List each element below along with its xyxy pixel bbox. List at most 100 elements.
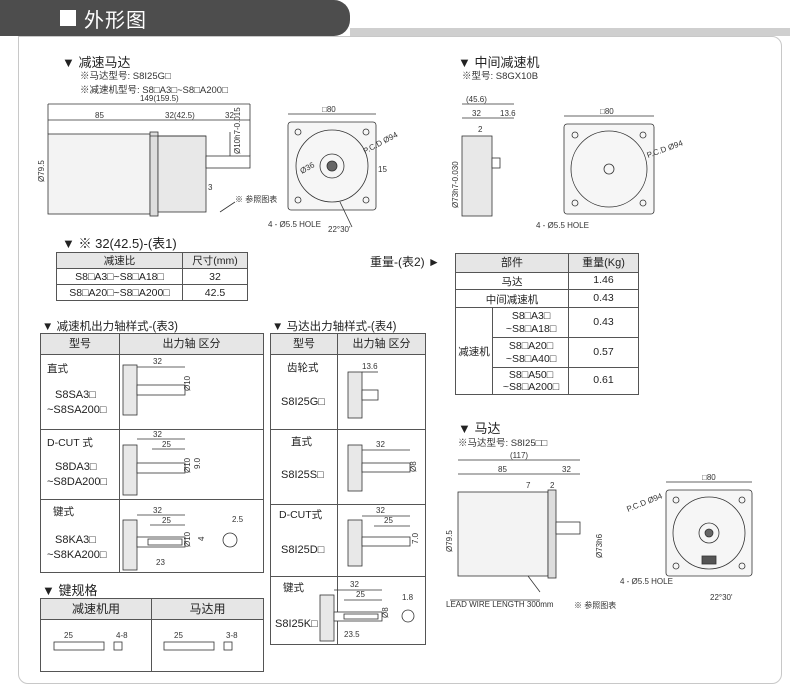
dim-three: 3: [208, 183, 213, 192]
r3-dim-b: 25: [162, 516, 171, 525]
reducer-shaft-title: ▼ 减速机出力轴样式-(表3): [42, 321, 178, 333]
rs-model1-2: S8DA3□: [55, 461, 97, 473]
weight-row1-a: S8□A3□: [511, 310, 551, 322]
key-dim-a: 25: [64, 631, 73, 640]
header-square-icon: [60, 10, 76, 26]
weight-row2-b: ~S8□A40□: [505, 353, 557, 365]
rs-type-2: D-CUT 式: [47, 437, 93, 449]
rs-model1-3: S8KA3□: [55, 534, 96, 546]
weight-row2-a: S8□A20□: [508, 340, 554, 352]
arrow-right-icon: ►: [428, 255, 440, 269]
int-dim-dia: Ø73h7-0.030: [451, 161, 460, 208]
weight-row3-value: 0.61: [593, 374, 614, 386]
ratio-cell: 42.5: [182, 284, 248, 301]
weight-table: 部件 重量(Kg) 马达 1.46 中间减速机 0.43 减速机 S8□A3□ …: [455, 253, 639, 395]
ms-model-1: S8I25G□: [281, 396, 325, 408]
ratio-cell: 32: [182, 268, 248, 285]
key-header-motor: 马达用: [152, 599, 263, 620]
ms-model-3: S8I25D□: [281, 544, 325, 556]
intermediate-model: ※型号: S8GX10B: [462, 71, 539, 82]
dim-total: 149(159.5): [140, 94, 179, 103]
m4-dim-e: 1.8: [402, 593, 414, 602]
motor-dim-dia: Ø73h6: [595, 533, 604, 558]
r2-dim-a: 32: [153, 430, 162, 439]
key-dim-d: 3-8: [226, 631, 238, 640]
motor-model: ※马达型号: S8I25□□: [458, 438, 548, 449]
ratio-cell: S8□A20□~S8□A200□: [56, 284, 183, 301]
weight-header-part: 部件: [456, 254, 569, 273]
rs-model2-2: ~S8DA200□: [47, 476, 108, 488]
r3-dim-f: 2.5: [232, 515, 244, 524]
int-dim-c: 2: [478, 125, 483, 134]
rs-type-3: 键式: [53, 506, 74, 518]
weight-table-title: 重量-(表2) ►: [370, 253, 440, 270]
m3-dim-b: 25: [384, 516, 393, 525]
motor-dim-body: 85: [498, 465, 507, 474]
intermediate-title: ▼ 中间减速机: [458, 55, 540, 70]
weight-title-text: 重量-(表2): [370, 255, 425, 269]
m2-dim-a: 32: [376, 440, 385, 449]
int-dim-square: □80: [600, 107, 614, 116]
motor-shaft-header-type: 出力轴 区分: [338, 334, 425, 355]
content-frame: [18, 36, 782, 684]
motor-dim-square: □80: [702, 473, 716, 482]
dim-body: 85: [95, 111, 104, 120]
motor-shaft-drawings: 13.6 32 Ø8 32 25 7.0 32 25 23.5 Ø8 1.8: [319, 362, 420, 642]
weight-row2-value: 0.57: [593, 346, 614, 358]
key-dim-b: 4-8: [116, 631, 128, 640]
motor-dim-shaft: 32: [562, 465, 571, 474]
ms-type-1: 齿轮式: [287, 362, 319, 374]
motor-dim-a: 7: [526, 481, 531, 490]
weight-row1-value: 0.43: [593, 316, 614, 328]
dim-square: □80: [322, 105, 336, 114]
motor-title: ▼ 马达: [458, 421, 501, 436]
dim-hole: 4 - Ø5.5 HOLE: [268, 220, 321, 229]
motor-shaft-title: ▼ 马达出力轴样式-(表4): [272, 321, 397, 333]
dim-fifteen: 15: [378, 165, 387, 174]
ms-type-4: 键式: [283, 582, 304, 594]
reducer-motor-model: ※马达型号: S8I25G□: [80, 71, 171, 82]
m2-dim-b: Ø8: [409, 461, 418, 472]
section-header: [0, 0, 350, 36]
ms-model-4: S8I25K□: [275, 618, 318, 630]
m4-dim-a: 32: [350, 580, 359, 589]
m4-dim-d: Ø8: [381, 607, 390, 618]
key-header-reducer: 减速机用: [41, 599, 152, 620]
key-spec-drawings: 25 4-8 25 3-8: [53, 631, 238, 651]
weight-mid-label: 中间减速机: [485, 294, 539, 306]
m3-dim-c: 7.0: [411, 532, 420, 544]
ratio-table-title: ▼ ※ 32(42.5)-(表1): [62, 236, 177, 251]
m3-dim-a: 32: [376, 506, 385, 515]
motor-dim-total: (117): [510, 451, 528, 460]
m4-dim-c: 23.5: [344, 630, 360, 639]
int-dim-hole: 4 - Ø5.5 HOLE: [536, 221, 589, 230]
r2-dim-b: 25: [162, 440, 171, 449]
int-dim-total: (45.6): [466, 95, 487, 104]
reducer-shaft-header-model: 型号: [41, 334, 120, 355]
header-rule: [350, 28, 790, 36]
r2-dim-d: Ø10: [183, 457, 192, 473]
reducer-shaft-header-type: 出力轴 区分: [120, 334, 263, 355]
dim-dia-body: Ø79.5: [37, 160, 46, 182]
r3-dim-e: 4: [197, 536, 206, 541]
dim-dia-shaft: Ø10h7-0.015: [233, 107, 242, 154]
weight-motor-label: 马达: [501, 276, 523, 288]
r3-dim-d: Ø10: [183, 531, 192, 547]
ms-type-2: 直式: [291, 436, 312, 448]
motor-dim-key-note: ※ 参照图表: [574, 600, 616, 610]
ms-model-2: S8I25S□: [281, 469, 324, 481]
int-dim-a: 32: [472, 109, 481, 118]
weight-group-label: 减速机: [458, 346, 490, 358]
r3-dim-c: 23: [156, 558, 165, 567]
reducer-shaft-table: 型号 出力轴 区分 直式 S8SA3□ ~S8SA200□ D-CUT 式 S8…: [40, 333, 264, 573]
key-spec-title: ▼ 键规格: [42, 583, 98, 598]
rs-model2-3: ~S8KA200□: [47, 549, 107, 561]
ratio-table: 减速比 尺寸(mm) S8□A3□~S8□A18□ 32 S8□A20□~S8□…: [56, 252, 248, 301]
motor-drawing: (117) 85 32 7 2 □80 Ø79.5 Ø73h6 P.C.D Ø9…: [445, 451, 753, 610]
dim-angle: 22°30': [328, 225, 351, 234]
motor-shaft-header-model: 型号: [271, 334, 338, 355]
reducer-motor-drawing: 149(159.5) 85 32(42.5) 32 □80 Ø79.5 Ø10h…: [37, 94, 400, 234]
rs-model2-1: ~S8SA200□: [47, 404, 107, 416]
rs-model1-1: S8SA3□: [55, 389, 96, 401]
motor-dim-hole: 4 - Ø5.5 HOLE: [620, 577, 673, 586]
